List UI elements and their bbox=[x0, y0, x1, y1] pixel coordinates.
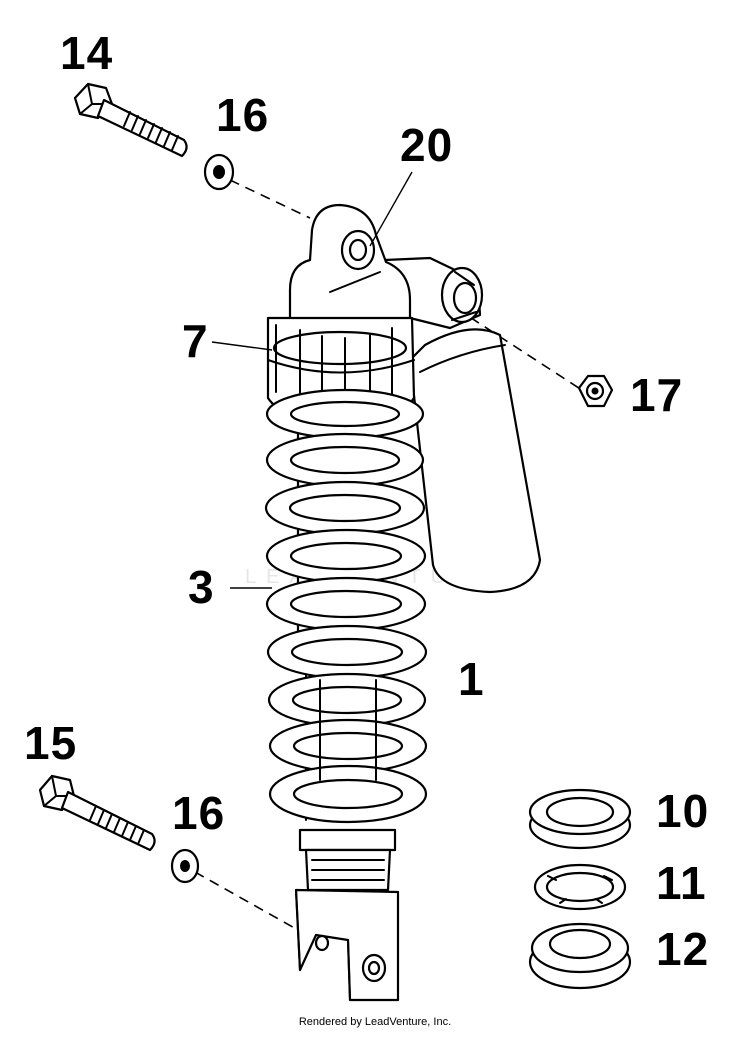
leader-lines bbox=[211, 171, 413, 589]
callout-upper-bolt: 14 bbox=[60, 27, 114, 79]
callout-lower-washer: 16 bbox=[172, 787, 226, 839]
callout-shock-absorber: 1 bbox=[458, 653, 485, 705]
lower-washer bbox=[170, 848, 200, 884]
washer-11 bbox=[533, 863, 627, 911]
callout-spring-adjuster: 7 bbox=[182, 315, 209, 367]
reservoir-canister bbox=[408, 328, 542, 594]
callout-seat-10: 10 bbox=[656, 785, 710, 837]
callout-bushing: 20 bbox=[400, 119, 454, 171]
callout-washer-11: 11 bbox=[656, 857, 707, 909]
coil-spring bbox=[264, 388, 428, 824]
callout-lower-bolt: 15 bbox=[24, 717, 78, 769]
callout-nut: 17 bbox=[630, 369, 684, 421]
callout-seat-12: 12 bbox=[656, 923, 710, 975]
upper-mount-eye bbox=[288, 203, 412, 332]
footer-credit: Rendered by LeadVenture, Inc. bbox=[298, 1016, 452, 1028]
nut bbox=[577, 374, 614, 408]
callout-upper-washer: 16 bbox=[216, 89, 270, 141]
callout-spring: 3 bbox=[188, 561, 215, 613]
upper-washer bbox=[203, 153, 235, 191]
lower-bolt bbox=[38, 774, 156, 852]
upper-bolt bbox=[73, 82, 188, 158]
lower-clevis bbox=[294, 828, 400, 1002]
seat-12 bbox=[528, 922, 632, 990]
seat-10 bbox=[528, 788, 632, 850]
